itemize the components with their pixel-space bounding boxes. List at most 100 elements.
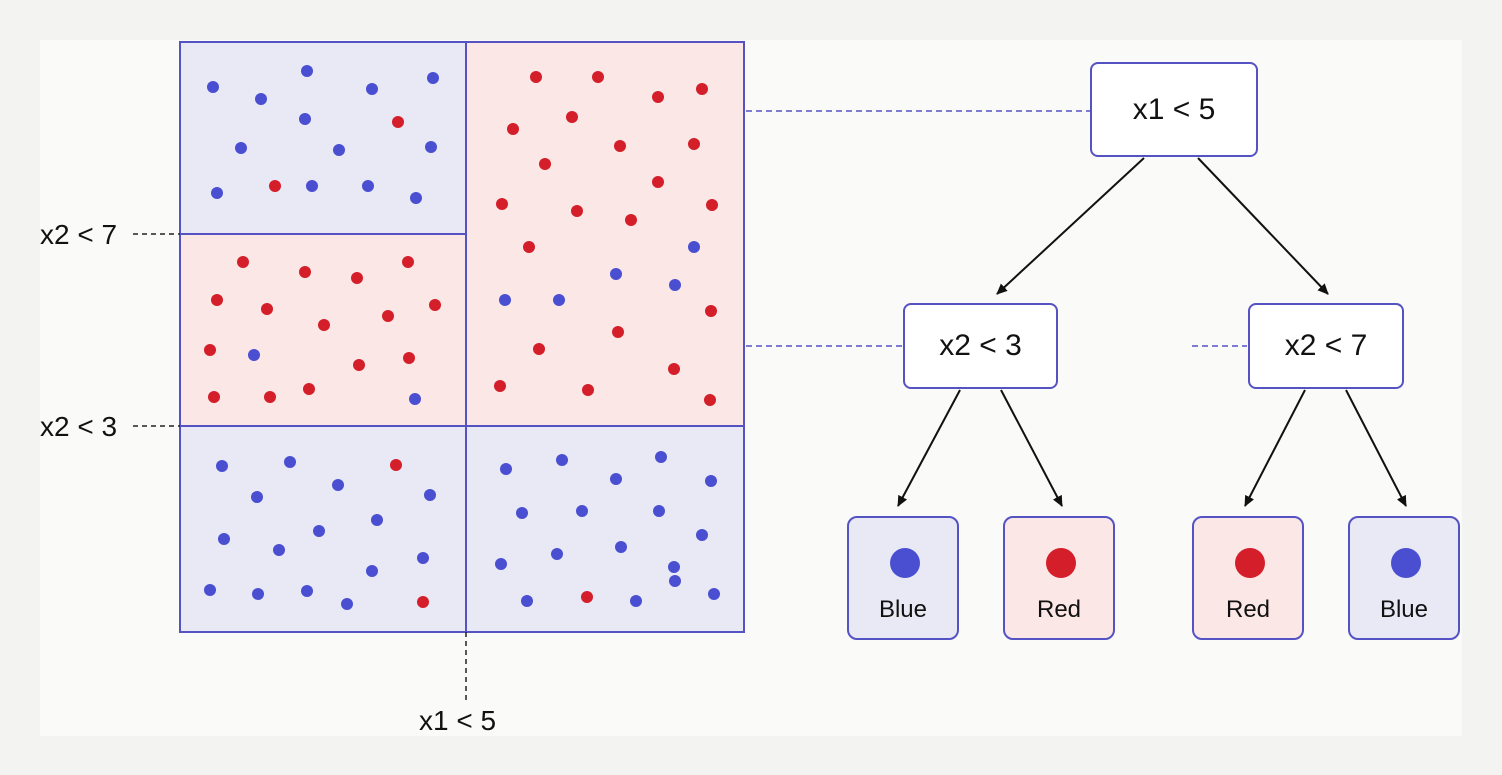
blue-point [301,585,313,597]
leaf-blue-1: Blue [847,516,959,640]
blue-point [410,192,422,204]
red-point [417,596,429,608]
blue-point [341,598,353,610]
red-point [652,176,664,188]
red-point [530,71,542,83]
red-point [390,459,402,471]
tree-node-left-split: x2 < 3 [903,303,1058,389]
red-point [523,241,535,253]
axis-label-x2-lower: x2 < 3 [40,411,118,442]
blue-point [273,544,285,556]
data-points [204,65,720,610]
red-point [582,384,594,396]
blue-point [669,279,681,291]
blue-point [301,65,313,77]
red-point [204,344,216,356]
blue-point [425,141,437,153]
red-point [351,272,363,284]
red-point [507,123,519,135]
red-dot-icon [1046,548,1076,578]
red-point [299,266,311,278]
blue-dot-icon [890,548,920,578]
blue-point [332,479,344,491]
region-right-upper [466,42,744,426]
red-point [208,391,220,403]
blue-point [630,595,642,607]
blue-point [216,460,228,472]
red-point [533,343,545,355]
red-point [592,71,604,83]
blue-point [610,268,622,280]
blue-point [576,505,588,517]
blue-point [655,451,667,463]
red-point [382,310,394,322]
red-point [211,294,223,306]
edge-left-blue [897,389,961,507]
blue-point [306,180,318,192]
red-point [581,591,593,603]
blue-point [615,541,627,553]
red-point [303,383,315,395]
blue-point [696,529,708,541]
edge-right-blue [1345,389,1407,507]
leaf-label: Blue [878,596,928,623]
blue-point [204,584,216,596]
red-point [688,138,700,150]
red-point [539,158,551,170]
blue-point [252,588,264,600]
red-point [571,205,583,217]
blue-point [366,565,378,577]
blue-point [705,475,717,487]
edge-root-right [1197,157,1329,295]
blue-point [551,548,563,560]
blue-point [371,514,383,526]
red-point [652,91,664,103]
red-dot-icon [1235,548,1265,578]
blue-point [669,575,681,587]
blue-point [688,241,700,253]
blue-point [255,93,267,105]
leaf-red-1: Red [1003,516,1115,640]
leaf-label: Blue [1379,596,1429,623]
leaf-red-2: Red [1192,516,1304,640]
blue-point [409,393,421,405]
blue-point [521,595,533,607]
red-point [261,303,273,315]
red-point [625,214,637,226]
blue-point [424,489,436,501]
blue-point [251,491,263,503]
blue-point [668,561,680,573]
region-top-left [180,42,466,234]
leaf-blue-2: Blue [1348,516,1460,640]
red-point [494,380,506,392]
blue-point [218,533,230,545]
plot-border [179,41,745,633]
leaf-label: Red [1225,596,1271,623]
red-point [496,198,508,210]
blue-point [427,72,439,84]
blue-point [499,294,511,306]
blue-point [207,81,219,93]
blue-point [516,507,528,519]
red-point [704,394,716,406]
blue-point [362,180,374,192]
blue-point [495,558,507,570]
red-point [668,363,680,375]
edge-right-red [1244,389,1306,507]
blue-dot-icon [1391,548,1421,578]
blue-point [553,294,565,306]
blue-point [333,144,345,156]
red-point [392,116,404,128]
red-point [706,199,718,211]
red-point [402,256,414,268]
blue-point [284,456,296,468]
blue-point [653,505,665,517]
tree-node-root: x1 < 5 [1090,62,1258,157]
red-point [403,352,415,364]
red-point [353,359,365,371]
blue-point [610,473,622,485]
blue-point [299,113,311,125]
blue-point [248,349,260,361]
edge-root-left [996,157,1145,295]
